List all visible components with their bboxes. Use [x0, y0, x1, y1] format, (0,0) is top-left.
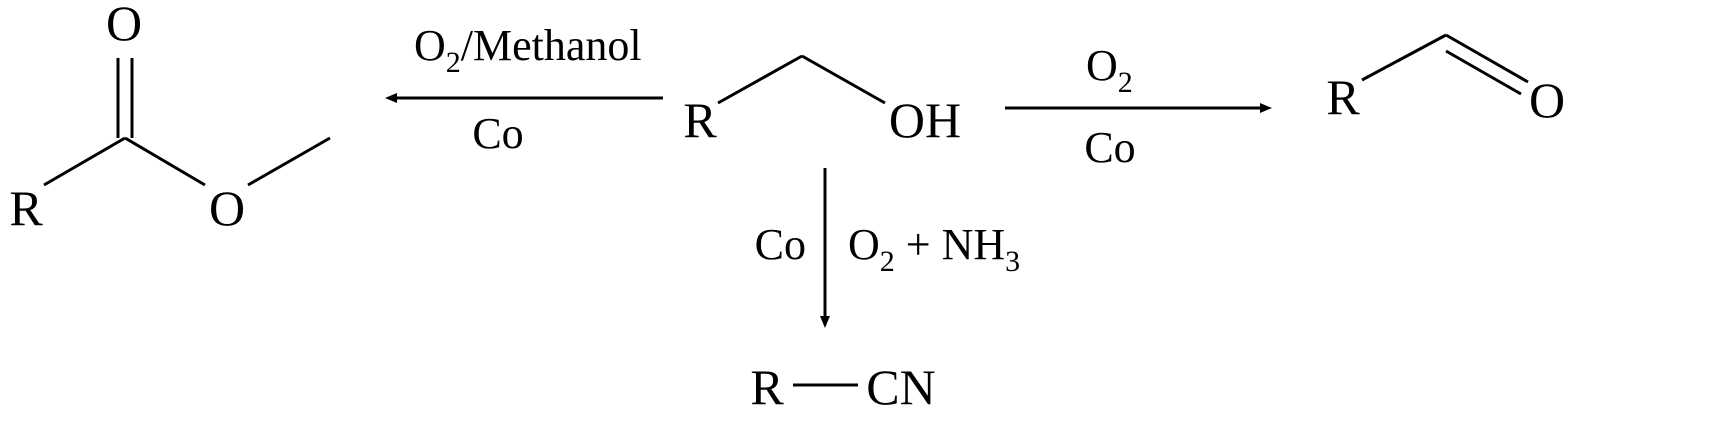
reactant-hydroxyl: OH	[889, 92, 961, 148]
aldehyde-structure: R O	[1326, 33, 1565, 128]
methyl-ester-structure: O R O	[9, 0, 331, 236]
aldehyde-r-bond	[1361, 33, 1447, 82]
aldehyde-r-group: R	[1326, 69, 1360, 125]
reactant-ch2-oh-bond	[801, 54, 886, 105]
ester-carbonyl-oxygen: O	[106, 0, 142, 51]
reactant-r-group: R	[683, 92, 717, 148]
ester-r-group: R	[9, 180, 43, 236]
left-reaction-arrow: O2/Methanol Co	[385, 21, 663, 158]
ester-co-bond	[124, 136, 206, 187]
reactant-r-ch2-bond	[717, 54, 803, 105]
alcohol-reactant-structure: R OH	[683, 54, 961, 148]
down-reaction-arrow: Co O2 + NH3	[755, 168, 1020, 328]
aldehyde-co-bond-1	[1445, 33, 1529, 84]
aldehyde-co-bond-2	[1445, 49, 1522, 96]
right-reaction-arrow: O2 Co	[1005, 41, 1272, 172]
ester-methyl-bond	[247, 136, 331, 187]
right-arrow-condition-top: O2	[1086, 41, 1133, 99]
aldehyde-oxygen: O	[1529, 72, 1565, 128]
ester-ether-oxygen: O	[209, 180, 245, 236]
down-arrow-condition: O2 + NH3	[848, 220, 1020, 278]
down-arrow-catalyst: Co	[755, 220, 806, 269]
nitrile-r-group: R	[750, 359, 784, 415]
nitrile-structure: R CN	[750, 359, 935, 415]
right-arrow-catalyst: Co	[1084, 123, 1135, 172]
nitrile-cn-group: CN	[866, 359, 935, 415]
left-arrow-condition-top: O2/Methanol	[414, 21, 642, 79]
ester-r-bond	[43, 136, 126, 187]
left-arrow-catalyst: Co	[472, 109, 523, 158]
